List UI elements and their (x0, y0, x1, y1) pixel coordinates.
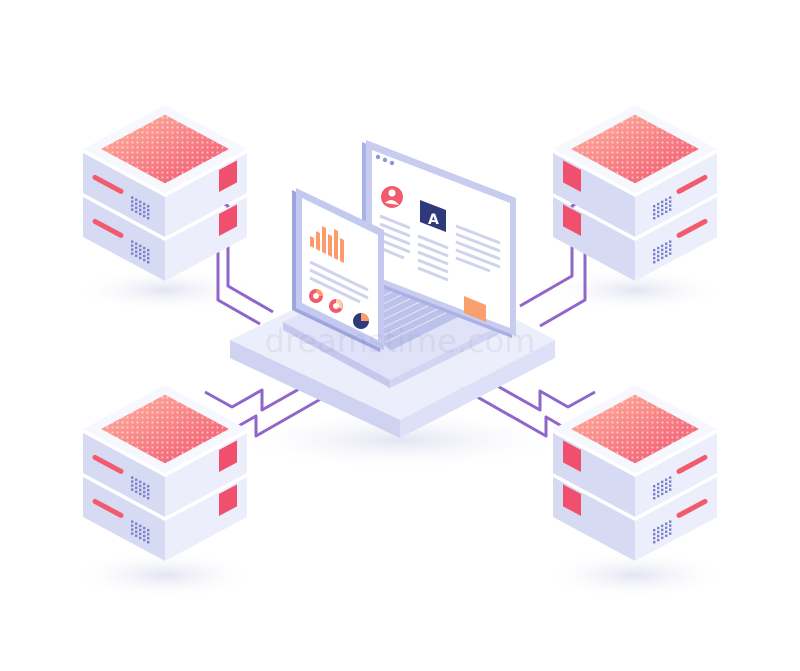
server-port-slot (92, 498, 124, 518)
vent-grille-icon (653, 240, 672, 264)
watermark-text: dreamstime.com (265, 322, 536, 360)
pie-chart-icon-3 (353, 313, 369, 329)
cable-bottom-left-1 (204, 374, 323, 412)
vent-grille-icon (131, 476, 150, 500)
server-indicator-panel (563, 204, 581, 237)
server-indicator-panel (563, 440, 581, 473)
vent-grille-icon (131, 196, 150, 220)
bar-chart-icon (310, 226, 344, 263)
ground-shadows (70, 268, 730, 599)
server-indicator-panel (219, 440, 237, 473)
laptop-screen: A (362, 140, 516, 338)
server-right-face (635, 433, 717, 517)
pie-chart-icon-1 (309, 289, 323, 303)
font-letter-icon: A (420, 200, 446, 232)
server-port-slot (676, 498, 708, 518)
server-port-slot (92, 218, 124, 238)
vent-grille-icon (131, 240, 150, 264)
server-port-slot (92, 174, 124, 194)
server-stack-3 (83, 385, 247, 561)
image-placeholder-icon (464, 296, 486, 322)
doc-letter: A (428, 212, 439, 228)
server-indicator-panel (219, 204, 237, 237)
server-right-face (635, 477, 717, 561)
server-port-slot (676, 454, 708, 474)
server-port-slot (676, 218, 708, 238)
server-indicator-panel (219, 484, 237, 517)
user-profile-icon (381, 186, 403, 208)
pie-chart-icon-2 (329, 299, 343, 313)
server-group (83, 105, 717, 561)
server-stack-1 (83, 105, 247, 281)
vent-grille-icon (131, 520, 150, 544)
cable-bottom-right-1 (475, 372, 596, 412)
analytics-panel (292, 188, 384, 352)
server-stack-2 (553, 105, 717, 281)
server-indicator-panel (563, 484, 581, 517)
vent-grille-icon (653, 476, 672, 500)
vent-grille-icon (653, 520, 672, 544)
server-indicator-panel (219, 160, 237, 193)
server-stack-4 (553, 385, 717, 561)
server-port-slot (676, 174, 708, 194)
vent-grille-icon (653, 196, 672, 220)
server-right-face (635, 197, 717, 281)
server-right-face (635, 153, 717, 237)
server-indicator-panel (563, 160, 581, 193)
server-port-slot (92, 454, 124, 474)
